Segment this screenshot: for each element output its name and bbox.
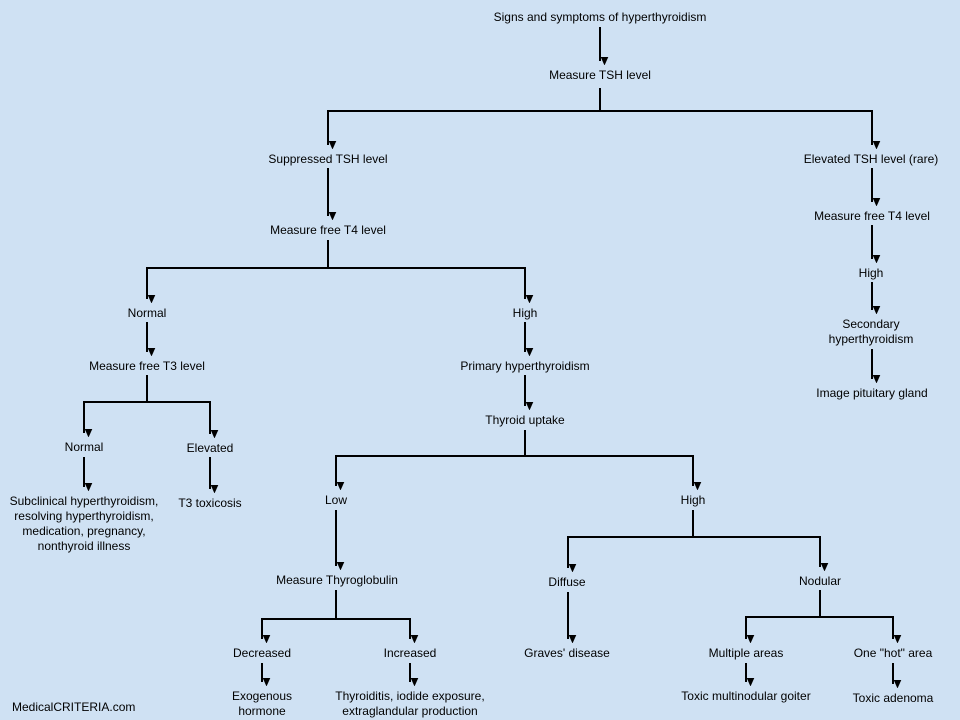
- node-suppressed-tsh: Suppressed TSH level: [268, 152, 388, 166]
- node-graves: Graves' disease: [524, 646, 610, 660]
- node-exogenous-hormone: Exogenous hormone: [231, 689, 293, 718]
- node-thyroiditis: Thyroiditis, iodide exposure, extragland…: [335, 689, 485, 718]
- node-tg-decreased: Decreased: [232, 646, 292, 660]
- node-signs-symptoms: Signs and symptoms of hyperthyroidism: [493, 10, 707, 24]
- node-one-hot-area: One "hot" area: [853, 646, 933, 660]
- node-thyroid-uptake: Thyroid uptake: [485, 413, 565, 427]
- node-uptake-low: Low: [324, 493, 348, 507]
- node-measure-free-t3: Measure free T3 level: [89, 359, 205, 373]
- node-t3-elevated: Elevated: [186, 441, 234, 455]
- node-subclinical: Subclinical hyperthyroidism, resolving h…: [9, 494, 159, 553]
- node-secondary-hyperthyroidism: Secondary hyperthyroidism: [828, 317, 914, 346]
- node-diffuse: Diffuse: [548, 575, 586, 589]
- node-measure-thyroglobulin: Measure Thyroglobulin: [276, 573, 398, 587]
- node-uptake-high: High: [680, 493, 706, 507]
- node-elevated-tsh: Elevated TSH level (rare): [803, 152, 939, 166]
- node-right-high: High: [858, 266, 884, 280]
- node-measure-free-t4-left: Measure free T4 level: [270, 223, 386, 237]
- node-tg-increased: Increased: [383, 646, 437, 660]
- node-nodular: Nodular: [798, 574, 842, 588]
- node-toxic-adenoma: Toxic adenoma: [852, 691, 934, 705]
- node-t3-normal: Normal: [64, 440, 104, 454]
- node-image-pituitary: Image pituitary gland: [816, 386, 928, 400]
- site-credit: MedicalCRITERIA.com: [12, 700, 136, 714]
- node-multiple-areas: Multiple areas: [708, 646, 784, 660]
- node-measure-free-t4-right: Measure free T4 level: [814, 209, 930, 223]
- node-t3-toxicosis: T3 toxicosis: [178, 496, 242, 510]
- node-measure-tsh: Measure TSH level: [549, 68, 651, 82]
- node-t4-high: High: [512, 306, 538, 320]
- node-t4-normal: Normal: [127, 306, 167, 320]
- node-toxic-multinodular-goiter: Toxic multinodular goiter: [681, 689, 811, 703]
- node-primary-hyperthyroidism: Primary hyperthyroidism: [460, 359, 590, 373]
